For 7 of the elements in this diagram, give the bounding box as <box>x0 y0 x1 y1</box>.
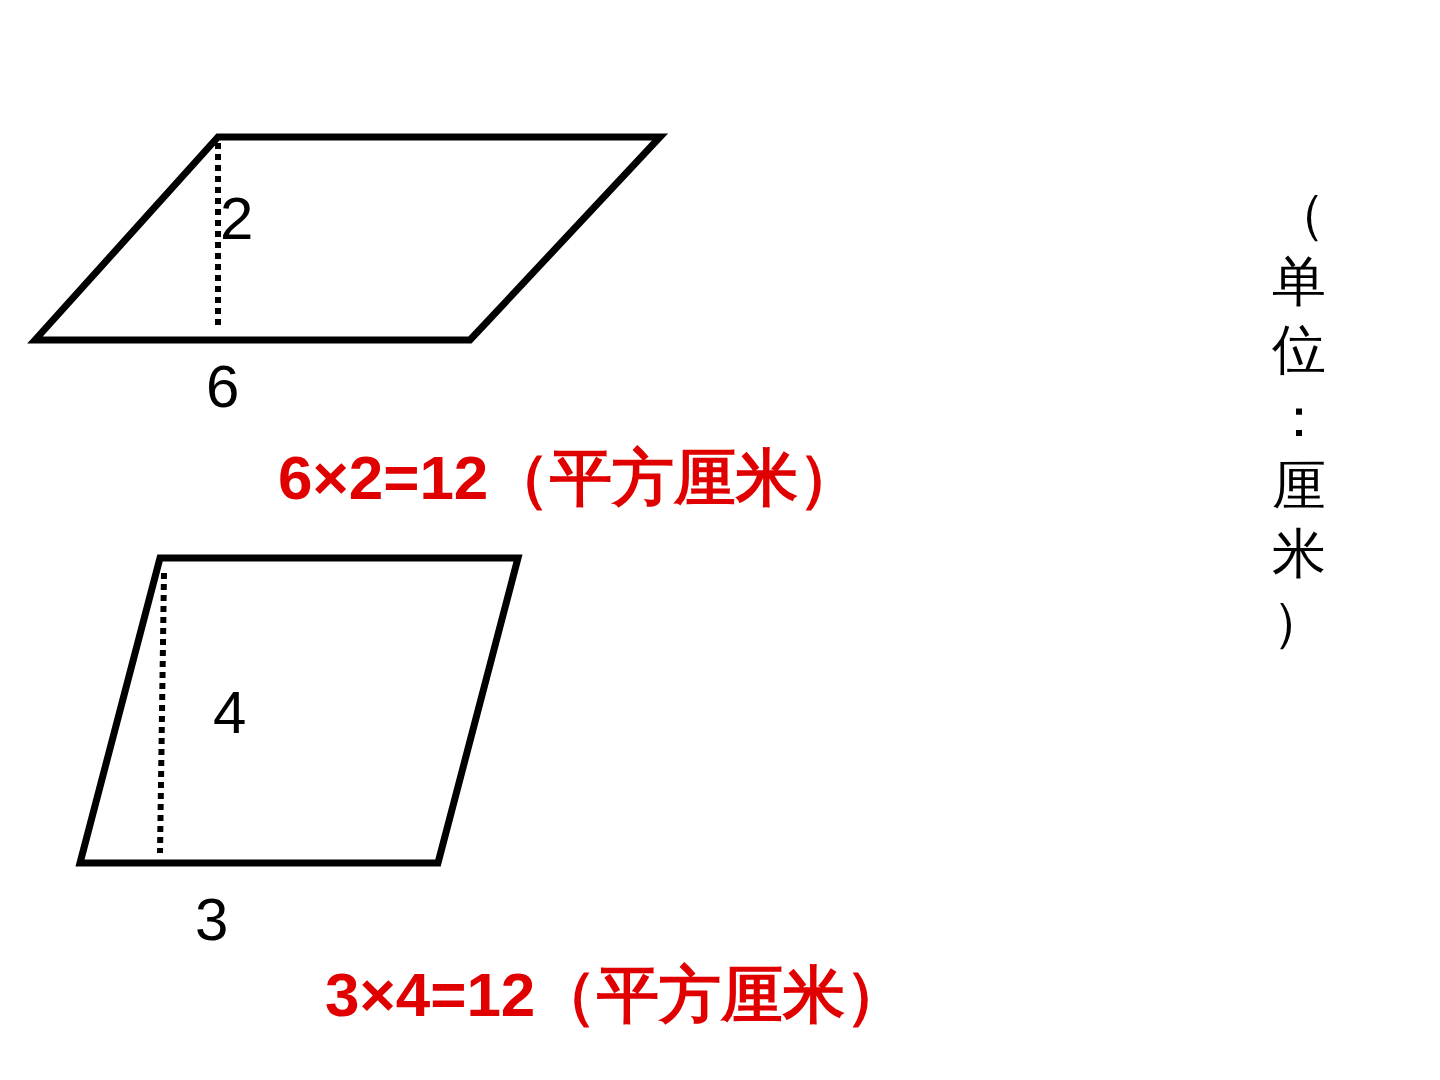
base-value: 3 <box>195 890 229 950</box>
height-value: 2 <box>220 189 254 249</box>
base-value: 6 <box>206 357 240 417</box>
height-value: 4 <box>213 683 247 743</box>
area-formula: 3×4=12（平方厘米） <box>325 964 908 1026</box>
unit-note: （单位：厘米） <box>1272 181 1326 655</box>
area-formula: 6×2=12（平方厘米） <box>278 447 861 509</box>
